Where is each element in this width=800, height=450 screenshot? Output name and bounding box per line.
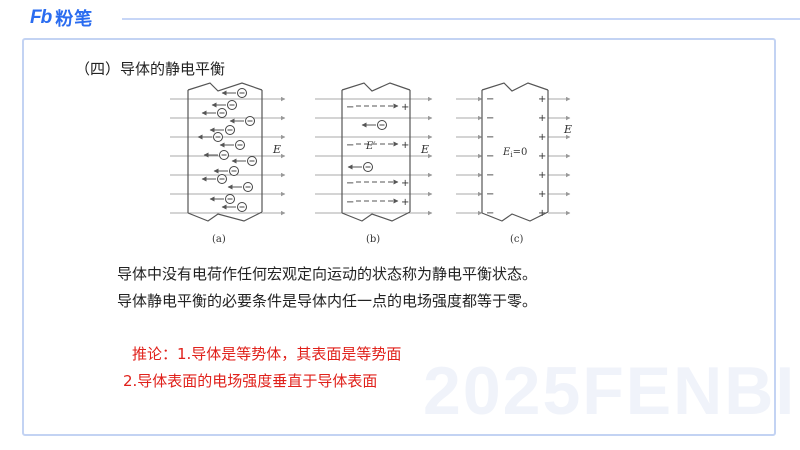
surface-minus: − [486, 132, 494, 143]
content-frame [22, 38, 776, 436]
fenbi-logo: Fb 粉笔 [30, 7, 94, 30]
surface-minus: − [486, 94, 494, 105]
condition-text: 导体静电平衡的必要条件是导体内任一点的电场强度都等于零。 [117, 292, 538, 310]
slab-bottom-edge [341, 211, 411, 222]
surface-minus: − [486, 113, 494, 124]
panel-a-conductor-free-electrons: E (a) [170, 82, 286, 245]
panel-c-equilibrium: − + − + − + − + − + − + − + Ei=0 E (c) [456, 82, 572, 245]
slab-bottom-edge [187, 211, 263, 222]
panel-label-b: (b) [366, 234, 380, 245]
panel-label-c: (c) [510, 234, 524, 245]
field-label-c: E [563, 123, 572, 136]
watermark: 2025FENBI [423, 353, 797, 429]
surface-plus: + [401, 140, 409, 151]
logo-text: 粉笔 [55, 9, 94, 30]
surface-plus: + [538, 208, 546, 219]
surface-minus: − [346, 102, 354, 113]
electrostatic-equilibrium-figure: E (a) − + − + − + − + E′ E (b) − + − + − + − + − + − + − + Ei=0 E (… [170, 75, 590, 255]
surface-plus: + [538, 94, 546, 105]
corollary-line-2: 2.导体表面的电场强度垂直于导体表面 [123, 372, 378, 390]
logo-mark: Fb [30, 7, 52, 28]
inner-field-label: Ei=0 [502, 147, 527, 159]
surface-plus: + [401, 102, 409, 113]
surface-plus: + [538, 189, 546, 200]
surface-minus: − [486, 170, 494, 181]
panel-label-a: (a) [212, 234, 226, 245]
surface-plus: + [538, 113, 546, 124]
panel-b-induced-field: − + − + − + − + E′ E (b) [315, 82, 433, 245]
slab-top-edge [187, 82, 263, 92]
field-label-b: E [420, 143, 429, 156]
surface-plus: + [401, 197, 409, 208]
corollary-line-1: 推论：1.导体是等势体，其表面是等势面 [132, 345, 402, 363]
surface-plus: + [538, 151, 546, 162]
slab-top-edge [341, 82, 411, 92]
slab-bottom-edge [481, 211, 549, 222]
induced-field-label: E′ [365, 141, 376, 152]
surface-minus: − [486, 189, 494, 200]
header-divider [122, 18, 800, 20]
field-label-a: E [272, 143, 281, 156]
section-title: （四）导体的静电平衡 [75, 60, 226, 78]
surface-minus: − [346, 178, 354, 189]
surface-plus: + [538, 132, 546, 143]
slab-top-edge [481, 82, 549, 92]
surface-minus: − [486, 208, 494, 219]
definition-text: 导体中没有电荷作任何宏观定向运动的状态称为静电平衡状态。 [117, 265, 538, 283]
figure-svg: E (a) − + − + − + − + E′ E (b) − + − + − + − + − + − + − + Ei=0 E (… [170, 82, 572, 245]
surface-minus: − [486, 151, 494, 162]
surface-minus: − [346, 197, 354, 208]
surface-plus: + [538, 170, 546, 181]
surface-minus: − [346, 140, 354, 151]
surface-plus: + [401, 178, 409, 189]
